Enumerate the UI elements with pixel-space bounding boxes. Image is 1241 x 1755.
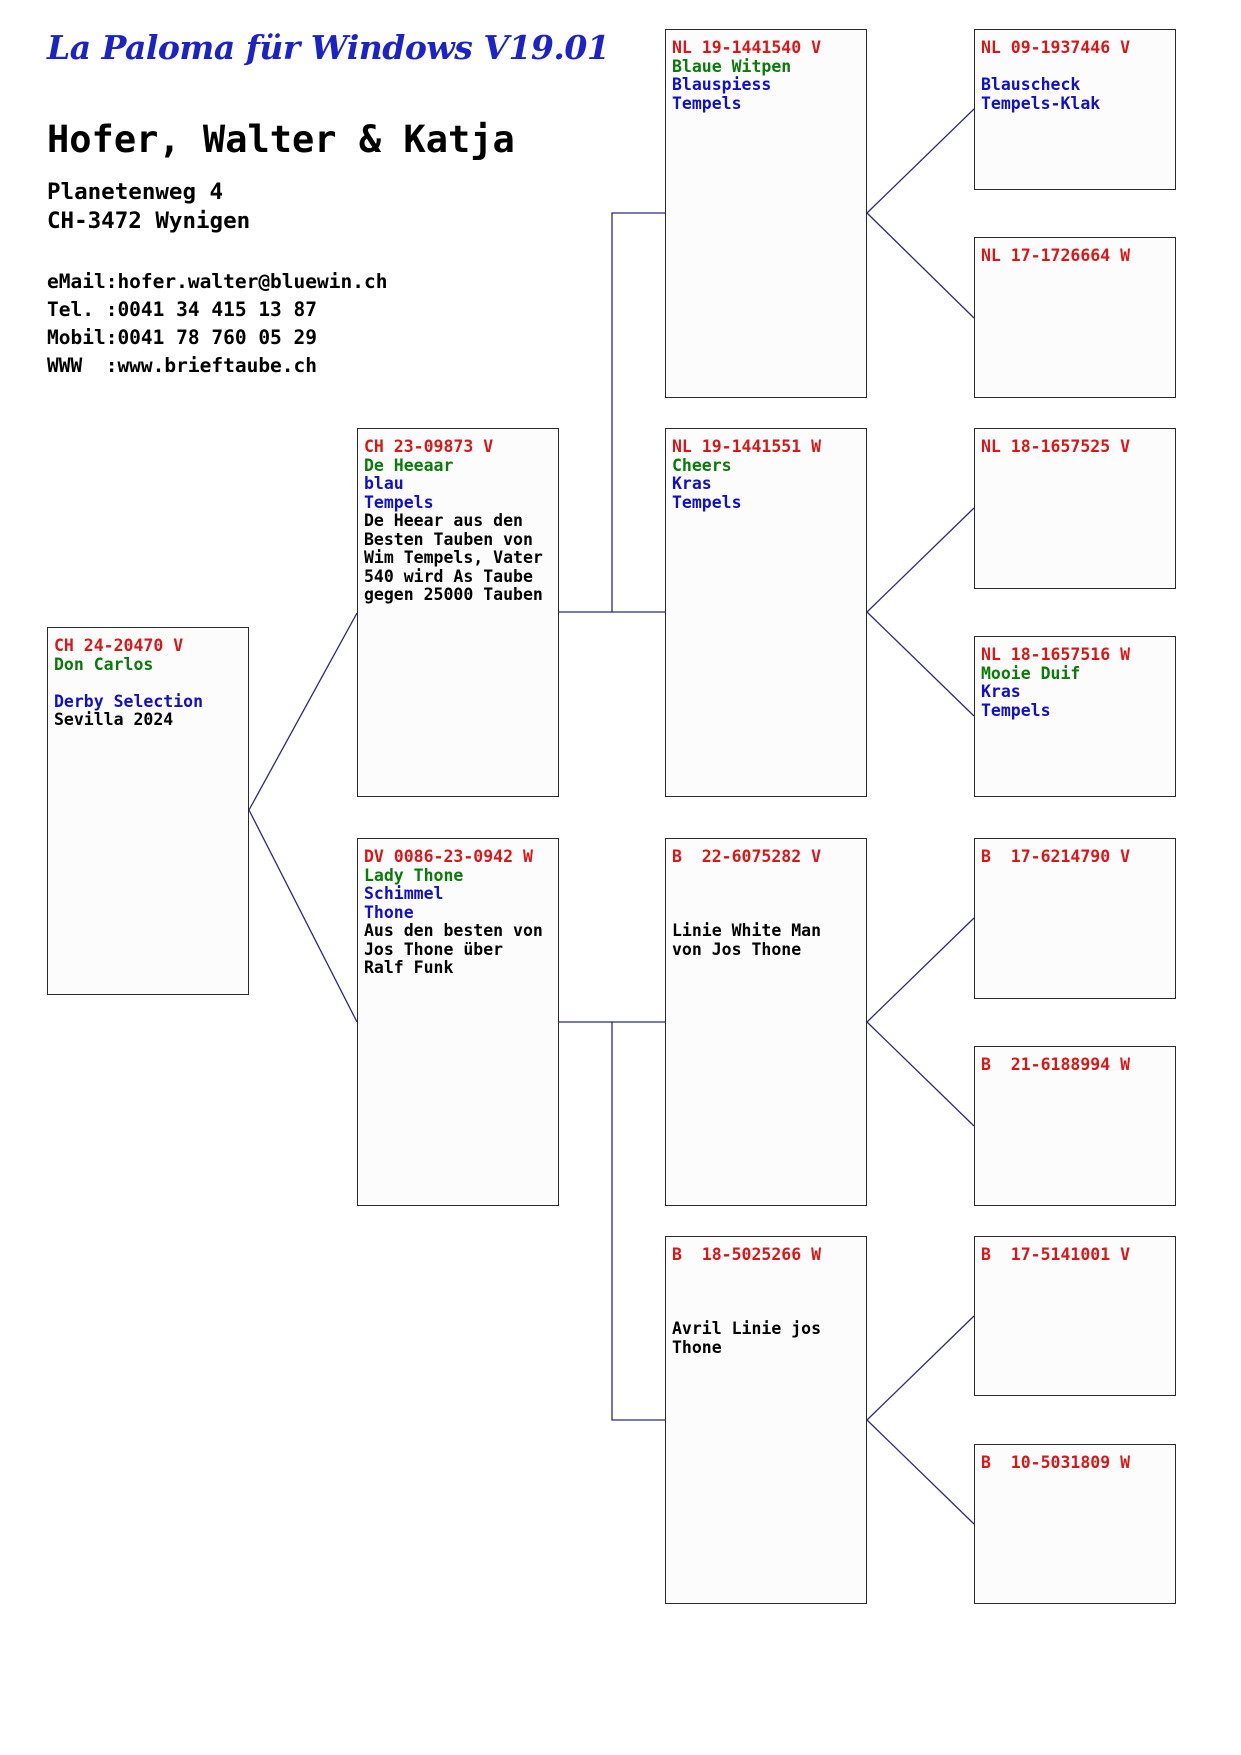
bird-attribute: Derby Selection xyxy=(54,691,204,711)
bird-name: Cheers xyxy=(672,455,732,475)
bird-attribute: Blauspiess xyxy=(672,75,772,94)
connector-line xyxy=(866,212,975,319)
dam-dam-bird-card: B 18-5025266 W Avril Linie jos Thone xyxy=(665,1236,867,1604)
bird-attribute: Kras xyxy=(981,682,1021,701)
great-grandparent-card-2: NL 17-1726664 W xyxy=(974,237,1176,398)
bird-note: Aus den besten von Jos Thone über Ralf F… xyxy=(364,921,553,977)
owner-name: Hofer, Walter & Katja xyxy=(47,118,515,161)
ring-number: NL 17-1726664 W xyxy=(981,246,1131,265)
ring-number: NL 19-1441540 V xyxy=(672,38,822,57)
bird-attribute xyxy=(672,904,860,923)
bird-attribute: Tempels-Klak xyxy=(981,93,1101,113)
bird-note: Linie White Man von Jos Thone xyxy=(672,921,831,959)
bird-attribute: Tempels xyxy=(981,700,1051,720)
connector-line xyxy=(866,1021,975,1127)
ring-number: B 18-5025266 W xyxy=(672,1245,822,1264)
ring-number: NL 19-1441551 W xyxy=(672,437,822,456)
bird-name: Blaue Witpen xyxy=(672,56,792,76)
bird-attribute xyxy=(672,1302,860,1321)
great-grandparent-card-5: B 17-6214790 V xyxy=(974,838,1176,999)
connector-line xyxy=(866,108,975,214)
great-grandparent-card-3: NL 18-1657525 V xyxy=(974,428,1176,589)
connector-line xyxy=(866,507,975,613)
connector-line xyxy=(559,1021,665,1421)
ring-number: DV 0086-23-0942 W xyxy=(364,847,533,866)
bird-note: Avril Linie jos Thone xyxy=(672,1319,831,1357)
bird-attribute: Thone xyxy=(364,902,414,922)
connector-line xyxy=(866,1419,975,1525)
great-grandparent-card-6: B 21-6188994 W xyxy=(974,1046,1176,1206)
connector-line xyxy=(866,1315,975,1421)
bird-attribute: Schimmel xyxy=(364,884,444,903)
ring-number: B 10-5031809 W xyxy=(981,1453,1131,1472)
ring-number: NL 18-1657525 V xyxy=(981,437,1131,456)
contact-mobil: Mobil:0041 78 760 05 29 xyxy=(47,326,318,349)
bird-name xyxy=(981,266,1169,285)
bird-name xyxy=(981,457,1169,476)
ring-number: CH 24-20470 V xyxy=(54,636,184,655)
ring-number: B 17-6214790 V xyxy=(981,847,1131,866)
ring-number: NL 18-1657516 W xyxy=(981,645,1131,664)
contact-email: eMail:hofer.walter@bluewin.ch xyxy=(47,270,388,293)
bird-name xyxy=(981,1473,1169,1492)
owner-city: CH-3472 Wynigen xyxy=(47,208,251,234)
connector-line xyxy=(559,212,665,613)
bird-attribute xyxy=(672,1283,860,1302)
app-title: La Paloma für Windows V19.01 xyxy=(47,28,610,67)
bird-note: Sevilla 2024 xyxy=(54,710,174,729)
bird-name xyxy=(672,867,860,886)
connector-line xyxy=(248,612,358,811)
contact-tel: Tel. :0041 34 415 13 87 xyxy=(47,298,318,321)
contact-www: WWW :www.brieftaube.ch xyxy=(47,354,318,377)
great-grandparent-card-8: B 10-5031809 W xyxy=(974,1444,1176,1604)
ring-number: B 21-6188994 W xyxy=(981,1055,1131,1074)
bird-attribute: Tempels xyxy=(672,93,742,113)
bird-name xyxy=(981,1265,1169,1284)
bird-name: De Heeaar xyxy=(364,455,454,475)
bird-attribute: Tempels xyxy=(672,492,742,512)
bird-note: De Heear aus den Besten Tauben von Wim T… xyxy=(364,511,553,604)
connector-line xyxy=(866,917,975,1023)
connector-line xyxy=(248,809,358,1023)
ring-number: NL 09-1937446 V xyxy=(981,38,1131,57)
bird-name xyxy=(981,58,1169,77)
great-grandparent-card-7: B 17-5141001 V xyxy=(974,1236,1176,1396)
dam-sire-bird-card: B 22-6075282 V Linie White Man von Jos Th… xyxy=(665,838,867,1206)
connector-line xyxy=(866,611,975,717)
bird-name xyxy=(981,867,1169,886)
ring-number: CH 23-09873 V xyxy=(364,437,494,456)
bird-attribute: Blauscheck xyxy=(981,75,1081,94)
bird-attribute xyxy=(672,885,860,904)
bird-attribute xyxy=(54,674,242,693)
bird-attribute: Kras xyxy=(672,474,712,493)
ring-number: B 17-5141001 V xyxy=(981,1245,1131,1264)
bird-name: Mooie Duif xyxy=(981,663,1081,683)
ring-number: B 22-6075282 V xyxy=(672,847,822,866)
bird-attribute: Tempels xyxy=(364,492,434,512)
bird-attribute: blau xyxy=(364,474,404,493)
bird-name: Lady Thone xyxy=(364,865,464,885)
owner-address: Planetenweg 4 CH-3472 Wynigen xyxy=(47,178,250,236)
bird-name xyxy=(672,1265,860,1284)
owner-street: Planetenweg 4 xyxy=(47,179,224,205)
owner-contact: eMail:hofer.walter@bluewin.ch Tel. :0041… xyxy=(47,268,387,380)
bird-name xyxy=(981,1075,1169,1094)
bird-name: Don Carlos xyxy=(54,654,154,674)
